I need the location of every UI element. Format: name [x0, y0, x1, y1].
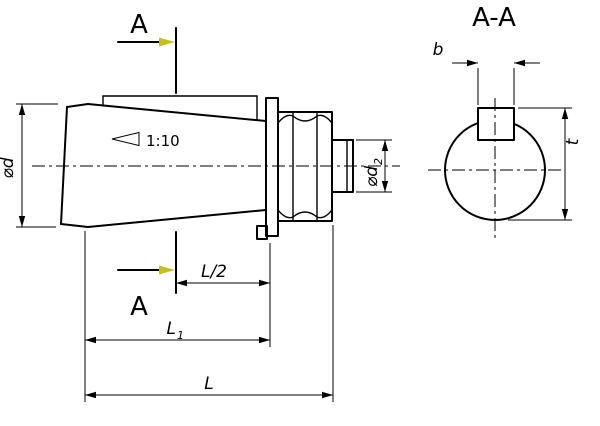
- dim-label-l: L: [204, 374, 213, 394]
- hex-nut: [277, 111, 333, 222]
- section-arrow-bottom-icon: [159, 265, 175, 275]
- dim-label-t: t: [563, 137, 583, 145]
- section-line-top: A: [117, 10, 177, 94]
- dimension-l1: L 1: [84, 231, 270, 402]
- section-view-title: A-A: [472, 3, 516, 33]
- key-on-shaft: [102, 95, 258, 121]
- dim-label-d2-sub: 2: [372, 158, 385, 165]
- dimension-d: ⌀d: [0, 103, 58, 228]
- section-arrow-top-icon: [159, 37, 175, 47]
- threaded-end: [331, 139, 354, 193]
- dimension-d2: ⌀d 2: [356, 139, 392, 193]
- dim-label-l1-sub: 1: [177, 329, 184, 342]
- dimension-t: t: [508, 107, 583, 221]
- dim-label-l-half: L/2: [201, 262, 227, 282]
- taper-symbol: 1:10: [111, 131, 180, 150]
- shaft-outline: [60, 103, 267, 228]
- section-view: A-A b: [428, 3, 583, 242]
- taper-label: 1:10: [146, 132, 180, 150]
- dim-label-d: ⌀d: [0, 157, 18, 178]
- dim-label-b: b: [433, 40, 444, 60]
- main-view: 1:10 A: [0, 10, 400, 402]
- dimension-l: L: [85, 225, 334, 402]
- keyway-section: [477, 107, 515, 141]
- dim-label-d2: ⌀d: [362, 166, 382, 187]
- dimension-b: b: [433, 40, 540, 105]
- dimension-l-half: L/2: [176, 243, 271, 347]
- section-label-top: A: [130, 10, 148, 40]
- lock-washer: [256, 97, 279, 240]
- section-label-bottom: A: [130, 292, 148, 322]
- section-line-bottom: A: [117, 231, 177, 322]
- dim-label-l1: L: [167, 319, 176, 339]
